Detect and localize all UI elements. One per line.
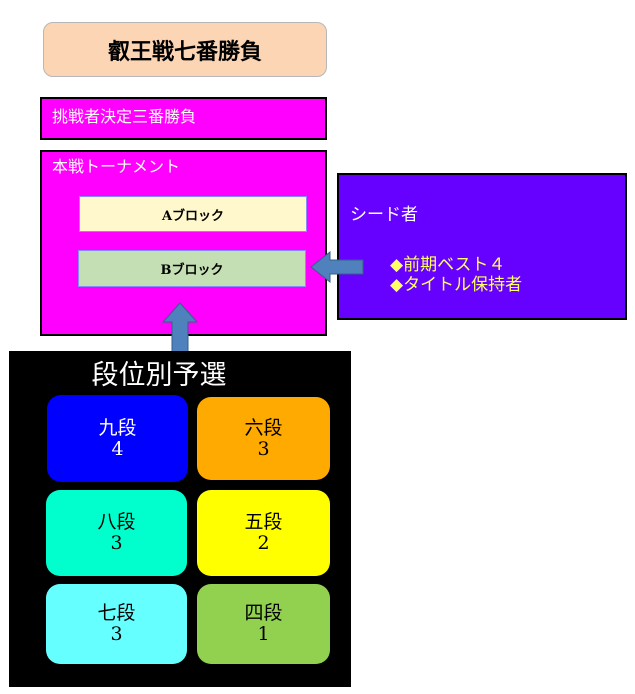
dan-count: 1	[257, 623, 270, 645]
dan-6-box: 六段 3	[197, 397, 330, 480]
dan-count: 3	[110, 532, 123, 554]
main-tournament-box	[40, 150, 327, 336]
dan-rank: 九段	[98, 416, 137, 439]
block-a-label: Aブロック	[161, 208, 225, 224]
dan-4-box: 四段 1	[197, 584, 330, 664]
main-tournament-label: 本戦トーナメント	[52, 157, 181, 176]
block-b-label: Bブロック	[160, 263, 224, 278]
dan-count: 3	[257, 437, 270, 460]
dan-8-box: 八段 3	[46, 490, 187, 576]
dan-7-box: 七段 3	[46, 584, 187, 664]
dan-9-box: 九段 4	[47, 395, 188, 482]
title-box: 叡王戦七番勝負	[43, 22, 327, 77]
dan-rank: 六段	[244, 416, 283, 439]
dan-rank: 四段	[244, 602, 283, 624]
seed-item: ◆前期ベスト４	[390, 255, 506, 275]
dan-rank: 八段	[97, 511, 136, 533]
challenger-decider-label: 挑戦者決定三番勝負	[52, 107, 197, 126]
seed-title: シード者	[350, 205, 418, 225]
dan-count: 3	[110, 623, 123, 645]
left-arrow-icon	[310, 250, 364, 284]
dan-5-box: 五段 2	[197, 490, 330, 576]
prelim-title: 段位別予選	[91, 360, 227, 391]
title-text: 叡王戦七番勝負	[107, 38, 262, 65]
up-arrow-icon	[161, 302, 199, 358]
dan-rank: 五段	[244, 511, 283, 533]
challenger-decider-box: 挑戦者決定三番勝負	[40, 97, 327, 140]
dan-count: 2	[257, 532, 270, 554]
dan-rank: 七段	[97, 602, 136, 624]
seed-box	[337, 173, 627, 320]
dan-count: 4	[111, 437, 124, 460]
block-a: Aブロック	[79, 196, 307, 232]
seed-item: ◆タイトル保持者	[390, 275, 523, 295]
block-b: Bブロック	[78, 250, 306, 287]
